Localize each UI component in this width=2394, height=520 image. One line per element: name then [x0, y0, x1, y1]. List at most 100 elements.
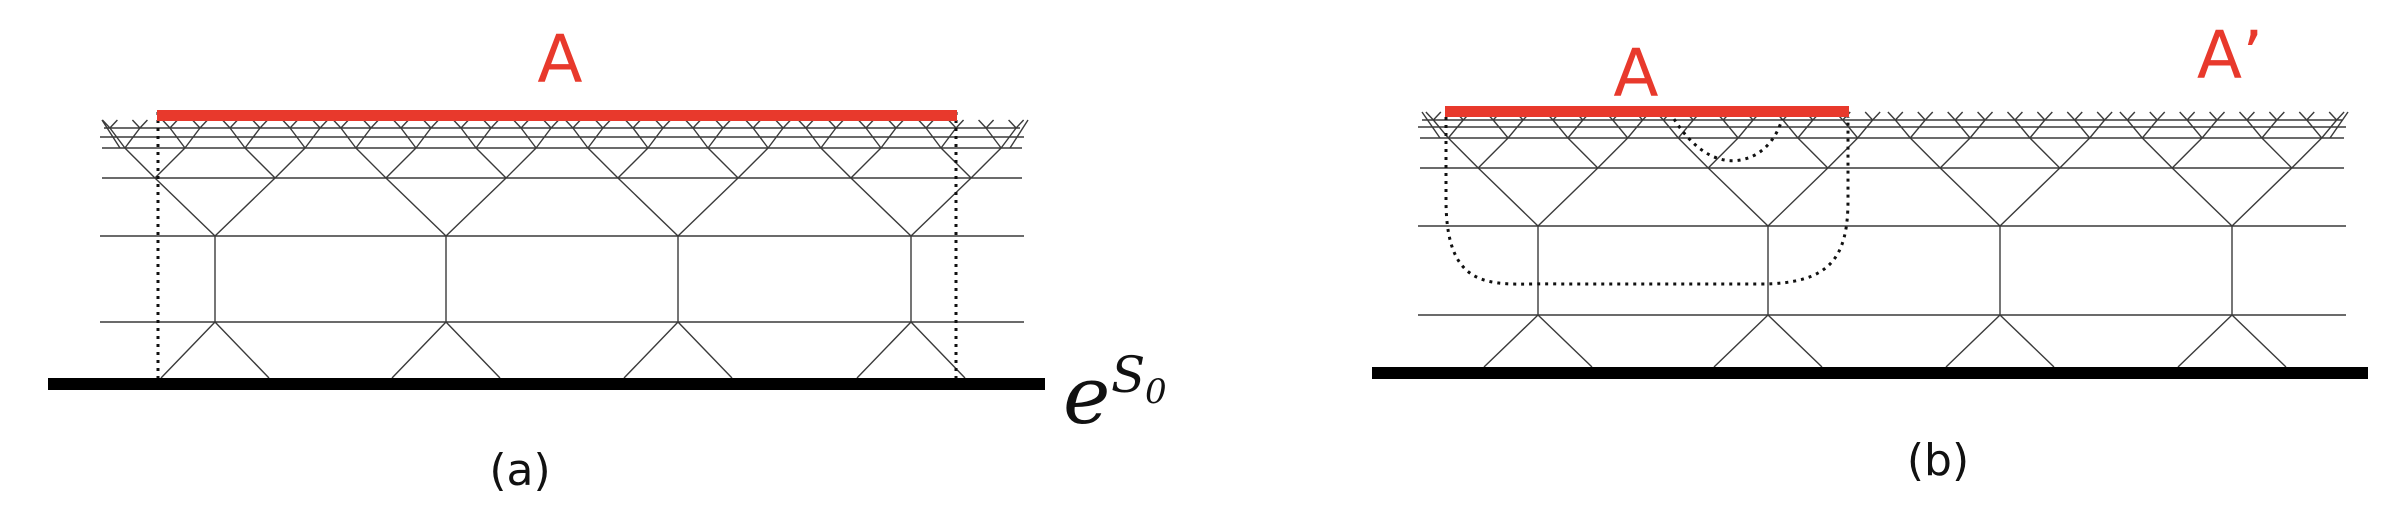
network-branch-line [2298, 111, 2308, 121]
network-branch-line [572, 119, 581, 129]
panel-b-region-label: A [1613, 35, 1658, 112]
network-branch-line [1984, 111, 1994, 121]
network-branch-line [2231, 167, 2293, 227]
network-branch-line [505, 147, 537, 179]
network-branch-line [910, 177, 972, 237]
network-branch-line [1999, 314, 2055, 368]
network-branch-line [722, 119, 732, 129]
network-branch-line [355, 147, 387, 179]
network-branch-line [191, 119, 201, 129]
network-branch-line [1567, 119, 1584, 139]
network-branch-line [252, 119, 261, 129]
network-branch-line [1737, 119, 1754, 139]
network-branch-line [452, 119, 462, 129]
network-branch-line [2306, 119, 2323, 139]
network-branch-line [1969, 119, 1986, 139]
network-branch-line [2126, 119, 2143, 139]
boundary-entropy-label: e S 0 [1063, 346, 1167, 442]
network-branch-line [2074, 119, 2091, 139]
network-branch-line [617, 177, 679, 237]
network-branch-line [1477, 167, 1539, 227]
network-branch-line [385, 147, 417, 179]
network-branch-line [184, 127, 201, 149]
network-branch-line [2201, 119, 2218, 139]
network-branch-line [917, 119, 927, 129]
panel-b-network [1418, 111, 2349, 368]
network-branch-line [1015, 119, 1025, 129]
network-branch-line [2329, 111, 2349, 139]
network-branch-line [1483, 314, 1539, 368]
network-branch-line [475, 147, 507, 179]
network-branch-line [1713, 314, 1769, 368]
network-branch-line [109, 119, 118, 129]
network-branch-line [2186, 111, 2196, 121]
network-branch-line [2177, 314, 2233, 368]
network-branch-line [124, 127, 141, 149]
network-branch-line [797, 119, 807, 129]
network-branch-line [362, 119, 372, 129]
network-branch-line [2126, 111, 2136, 121]
network-branch-line [400, 119, 409, 129]
network-branch-line [543, 119, 552, 129]
network-branch-line [1977, 111, 1986, 121]
network-branch-line [2089, 119, 2106, 139]
network-branch-line [154, 177, 216, 237]
network-branch-line [1677, 119, 1694, 139]
network-branch-line [970, 147, 1002, 179]
network-branch-line [109, 127, 126, 149]
panel-b-brane [1372, 367, 2368, 379]
network-branch-line [391, 321, 447, 379]
network-branch-line [805, 119, 814, 129]
network-branch-line [2276, 111, 2285, 121]
network-branch-line [445, 321, 501, 379]
network-branch-line [1999, 167, 2061, 227]
network-branch-line [752, 119, 762, 129]
network-branch-line [985, 127, 1002, 149]
network-branch-line [1842, 119, 1859, 139]
network-branch-line [1827, 137, 1859, 169]
network-branch-line [865, 119, 874, 129]
svg-text:0: 0 [1145, 372, 1167, 412]
network-branch-line [587, 147, 619, 179]
network-branch-line [400, 127, 417, 149]
network-branch-line [2141, 137, 2173, 169]
network-branch-line [1909, 137, 1941, 169]
network-branch-line [827, 119, 837, 129]
network-branch-line [2014, 111, 2023, 121]
network-branch-line [319, 119, 329, 129]
network-branch-line [602, 119, 611, 129]
network-branch-line [662, 119, 672, 129]
network-branch-line [692, 127, 709, 149]
network-branch-line [460, 119, 470, 129]
network-branch-line [2268, 111, 2278, 121]
network-branch-line [1707, 167, 1769, 227]
network-branch-line [1597, 137, 1629, 169]
network-branch-line [1627, 119, 1644, 139]
network-branch-line [422, 119, 432, 129]
network-branch-line [2231, 314, 2287, 368]
network-branch-line [229, 119, 239, 129]
network-branch-line [850, 147, 882, 179]
network-branch-line [2246, 111, 2255, 121]
network-branch-line [415, 127, 432, 149]
network-branch-line [2044, 111, 2053, 121]
network-branch-line [169, 119, 178, 129]
network-branch-line [654, 119, 664, 129]
network-branch-line [2246, 119, 2263, 139]
network-branch-line [445, 177, 507, 237]
network-branch-line [745, 119, 754, 129]
network-branch-line [483, 119, 492, 129]
network-branch-line [490, 119, 500, 129]
network-branch-line [1009, 119, 1029, 149]
network-branch-line [978, 119, 987, 129]
network-branch-line [2238, 111, 2248, 121]
network-branch-line [623, 321, 679, 379]
network-branch-line [677, 177, 739, 237]
network-branch-line [169, 127, 186, 149]
network-branch-line [1552, 119, 1569, 139]
network-branch-line [2209, 111, 2218, 121]
network-branch-line [160, 321, 216, 379]
panel-a: A e S 0 (a) [48, 21, 1167, 496]
network-branch-line [370, 119, 379, 129]
network-branch-line [101, 119, 121, 149]
